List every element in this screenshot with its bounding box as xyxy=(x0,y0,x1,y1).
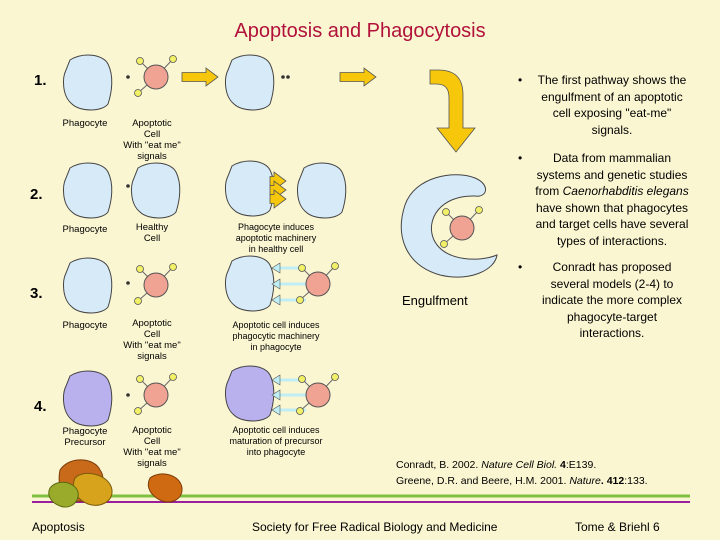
row-3-apoptotic-eat-me-signal-icon xyxy=(169,263,177,271)
row-4-apoptotic-cell xyxy=(143,382,169,408)
row-4-step2-apoptotic-eat-me-signal-icon xyxy=(298,375,306,383)
row-3-phagocyte-label: Phagocyte xyxy=(62,320,108,331)
row-2-healthy-cell xyxy=(131,162,181,219)
footer-left: Apoptosis xyxy=(32,520,85,534)
bullet-item: • The first pathway shows the engulfment… xyxy=(518,72,690,138)
bullet-text: Data from mammalian systems and genetic … xyxy=(535,151,689,248)
footer-center: Society for Free Radical Biology and Med… xyxy=(252,520,498,534)
row-3-apoptotic-eat-me-signal-icon xyxy=(134,297,142,305)
row-1-arrow xyxy=(181,67,219,87)
bullet-dot-icon: • xyxy=(518,151,523,165)
row-4-step2-apoptotic-cell xyxy=(305,382,331,408)
row-4-caption: Apoptotic cell induces maturation of pre… xyxy=(229,425,323,457)
row-1-phagocyte-label: Phagocyte xyxy=(62,118,108,129)
reference-greene: Greene, D.R. and Beere, H.M. 2001. Natur… xyxy=(396,475,648,487)
row-1-step2-phagocyte xyxy=(225,54,275,111)
row-3-step2-apoptotic-cell xyxy=(305,271,331,297)
row-2-caption: Phagocyte induces apoptotic machinery in… xyxy=(235,222,317,254)
row-4-step2-apoptotic-eat-me-signal-icon xyxy=(331,373,339,381)
row-3-step2-phagocyte xyxy=(225,255,275,312)
engulfed-apoptotic-eat-me-signal-icon xyxy=(475,206,483,214)
row-1-contact-dot xyxy=(126,75,130,79)
row-2-phagocyte xyxy=(63,162,113,219)
engulfed-apoptotic-cell xyxy=(449,215,475,241)
row-4-signal-arrow-2-head xyxy=(271,389,281,401)
row-1-apoptotic-eat-me-signal-icon xyxy=(136,57,144,65)
row-1-phagocyte xyxy=(63,54,113,111)
row-3-signal-arrow-3-head xyxy=(271,294,281,306)
row-3-step2-apoptotic-eat-me-signal-icon xyxy=(298,264,306,272)
row-3-signal-arrow-2-head xyxy=(271,278,281,290)
row-2-signal-arrow-3 xyxy=(269,189,287,209)
row-1-apoptotic-cell xyxy=(143,64,169,90)
bullet-dot-icon: • xyxy=(518,260,523,274)
row-3-signal-arrow-1-head xyxy=(271,262,281,274)
row-1-apoptotic-eat-me-signal-icon xyxy=(169,55,177,63)
engulfment-label: Engulfment xyxy=(402,293,468,308)
row-4-phagocyte-precursor xyxy=(63,370,113,427)
row-2-phagocyte-label: Phagocyte xyxy=(62,224,108,235)
footer-right: Tome & Briehl 6 xyxy=(575,520,660,534)
row-1-target-label: Apoptotic Cell With "eat me" signals xyxy=(123,118,181,162)
row-2-step2-phagocyte xyxy=(225,160,275,217)
row-1-number: 1. xyxy=(34,72,47,89)
row-4-target-label: Apoptotic Cell With "eat me" signals xyxy=(123,425,181,469)
row-3-target-label: Apoptotic Cell With "eat me" signals xyxy=(123,318,181,362)
row-4-signal-arrow-3-head xyxy=(271,404,281,416)
bullet-item: • Data from mammalian systems and geneti… xyxy=(518,150,690,249)
row-3-apoptotic-eat-me-signal-icon xyxy=(136,265,144,273)
row-3-phagocyte xyxy=(63,257,113,314)
leaf-icon xyxy=(48,481,79,508)
row-3-contact-dot xyxy=(126,281,130,285)
bullet-text: Conradt has proposed several models (2-4… xyxy=(541,260,683,340)
bullet-dot-icon: • xyxy=(518,73,523,87)
bullet-text: The first pathway shows the engulfment o… xyxy=(537,73,687,137)
engulfment-elbow-arrow xyxy=(429,69,476,153)
engulfing-phagocyte xyxy=(400,174,498,278)
reference-conradt: Conradt, B. 2002. Nature Cell Biol. 4:E1… xyxy=(396,459,597,471)
row-3-number: 3. xyxy=(30,285,43,302)
page-title: Apoptosis and Phagocytosis xyxy=(234,20,486,42)
row-4-signal-arrow-1-head xyxy=(271,374,281,386)
bullet-list: • The first pathway shows the engulfment… xyxy=(518,72,690,350)
row-4-number: 4. xyxy=(34,398,47,415)
row-2-target-label: Healthy Cell xyxy=(135,222,169,244)
row-3-caption: Apoptotic cell induces phagocytic machin… xyxy=(232,320,320,352)
engulfed-apoptotic-eat-me-signal-icon xyxy=(442,208,450,216)
row-4-apoptotic-eat-me-signal-icon xyxy=(169,373,177,381)
row-4-step2-precursor xyxy=(225,365,275,422)
row-3-step2-apoptotic-eat-me-signal-icon xyxy=(296,296,304,304)
row-2-number: 2. xyxy=(30,186,43,203)
row-1-step2-dot xyxy=(286,75,290,79)
leaf-icon xyxy=(147,473,183,503)
row-4-step2-apoptotic-eat-me-signal-icon xyxy=(296,407,304,415)
row-4-apoptotic-eat-me-signal-icon xyxy=(136,375,144,383)
row-1-apoptotic-eat-me-signal-icon xyxy=(134,89,142,97)
row-2-step2-healthy-cell xyxy=(297,162,347,219)
row-1-step2-dot xyxy=(281,75,285,79)
row-3-step2-apoptotic-eat-me-signal-icon xyxy=(331,262,339,270)
row-4-apoptotic-eat-me-signal-icon xyxy=(134,407,142,415)
row-4-phagocyte-label: Phagocyte Precursor xyxy=(62,426,108,448)
row-1-arrow-2 xyxy=(339,67,377,87)
row-2-contact-dot xyxy=(126,184,130,188)
engulfed-apoptotic-eat-me-signal-icon xyxy=(440,240,448,248)
row-4-contact-dot xyxy=(126,393,130,397)
bullet-item: • Conradt has proposed several models (2… xyxy=(518,259,690,342)
row-3-apoptotic-cell xyxy=(143,272,169,298)
